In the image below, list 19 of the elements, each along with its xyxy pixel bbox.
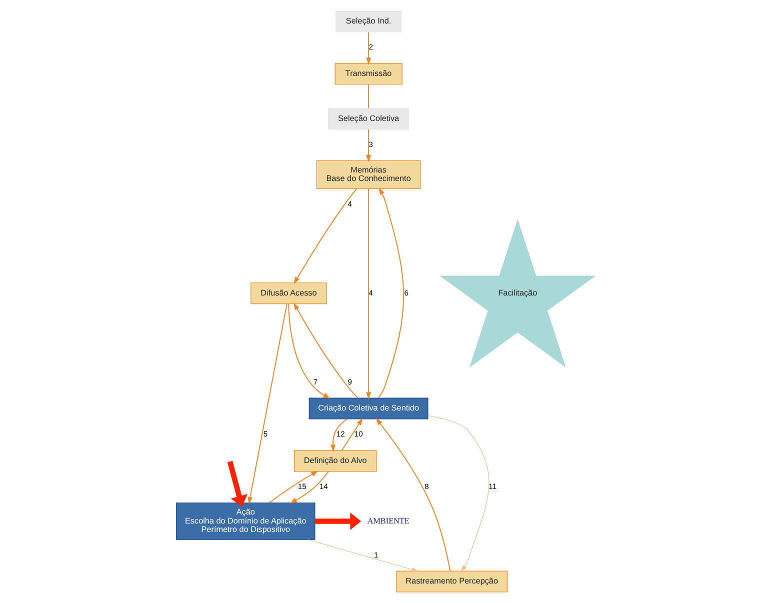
- arrow: [366, 188, 372, 400]
- arrow: [268, 470, 318, 504]
- arrow: [366, 128, 372, 162]
- arrow: [428, 415, 490, 572]
- arrow: [378, 188, 404, 398]
- node-text: AMBIENTE: [367, 516, 410, 526]
- arrow: [330, 418, 348, 452]
- arrow: [366, 32, 372, 65]
- arrow: [294, 188, 358, 284]
- connector: [368, 84, 369, 109]
- arrow: [288, 303, 330, 399]
- arrow: [315, 512, 362, 530]
- arrow: [376, 418, 451, 572]
- arrow: [294, 302, 359, 398]
- arrow: [341, 418, 363, 451]
- arrow: [308, 539, 418, 572]
- arrow: [227, 460, 248, 507]
- arrow: [290, 471, 329, 504]
- arrow: [248, 304, 288, 504]
